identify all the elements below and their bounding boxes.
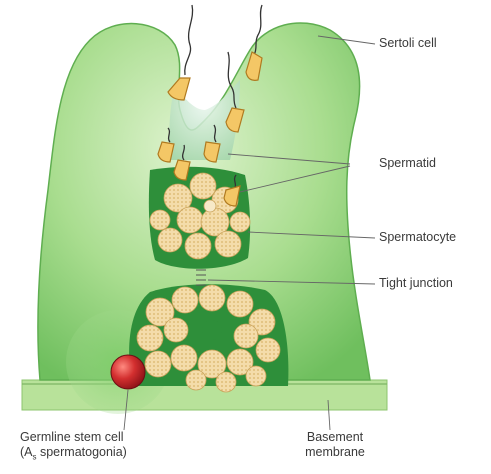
label-basement-membrane: Basement membrane [300, 430, 370, 460]
basement-line1: Basement [300, 430, 370, 445]
basement-line2: membrane [300, 445, 370, 460]
label-sertoli-cell: Sertoli cell [379, 36, 437, 50]
label-spermatid: Spermatid [379, 156, 436, 170]
label-tight-junction: Tight junction [379, 276, 453, 290]
stem-cell-icon [111, 355, 145, 389]
germline-line2: (As spermatogonia) [20, 445, 200, 465]
germline-line1: Germline stem cell [20, 430, 200, 445]
label-spermatocyte: Spermatocyte [379, 230, 456, 244]
label-germline-stem-cell: Germline stem cell (As spermatogonia) [20, 430, 200, 465]
